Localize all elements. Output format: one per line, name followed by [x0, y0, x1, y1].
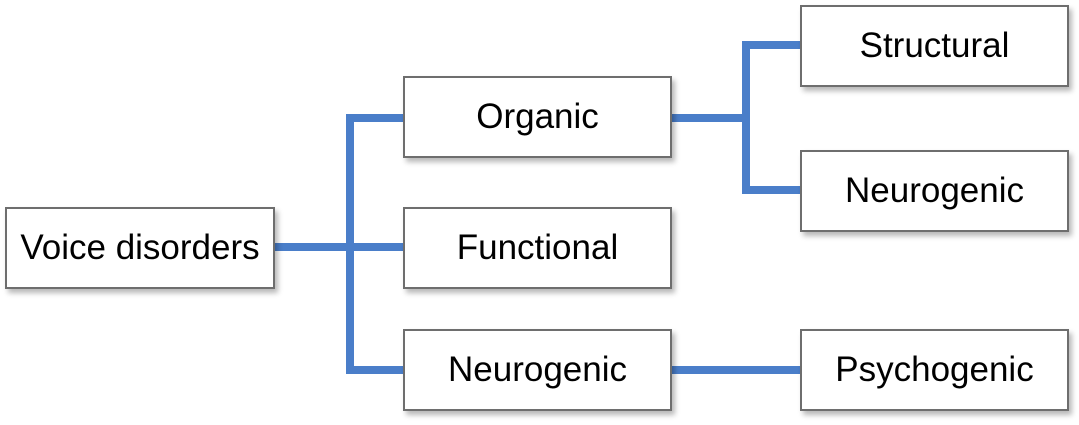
connector-root-to-level1 — [271, 114, 407, 374]
connector-organic-to-subtypes — [668, 41, 804, 194]
node-neurogenic-level1: Neurogenic — [403, 329, 672, 411]
node-neurogenic-level2: Neurogenic — [800, 150, 1069, 232]
node-psychogenic: Psychogenic — [800, 329, 1069, 411]
node-organic: Organic — [403, 76, 672, 158]
node-voice-disorders: Voice disorders — [5, 207, 275, 289]
node-functional: Functional — [403, 207, 672, 289]
node-structural: Structural — [800, 5, 1069, 87]
